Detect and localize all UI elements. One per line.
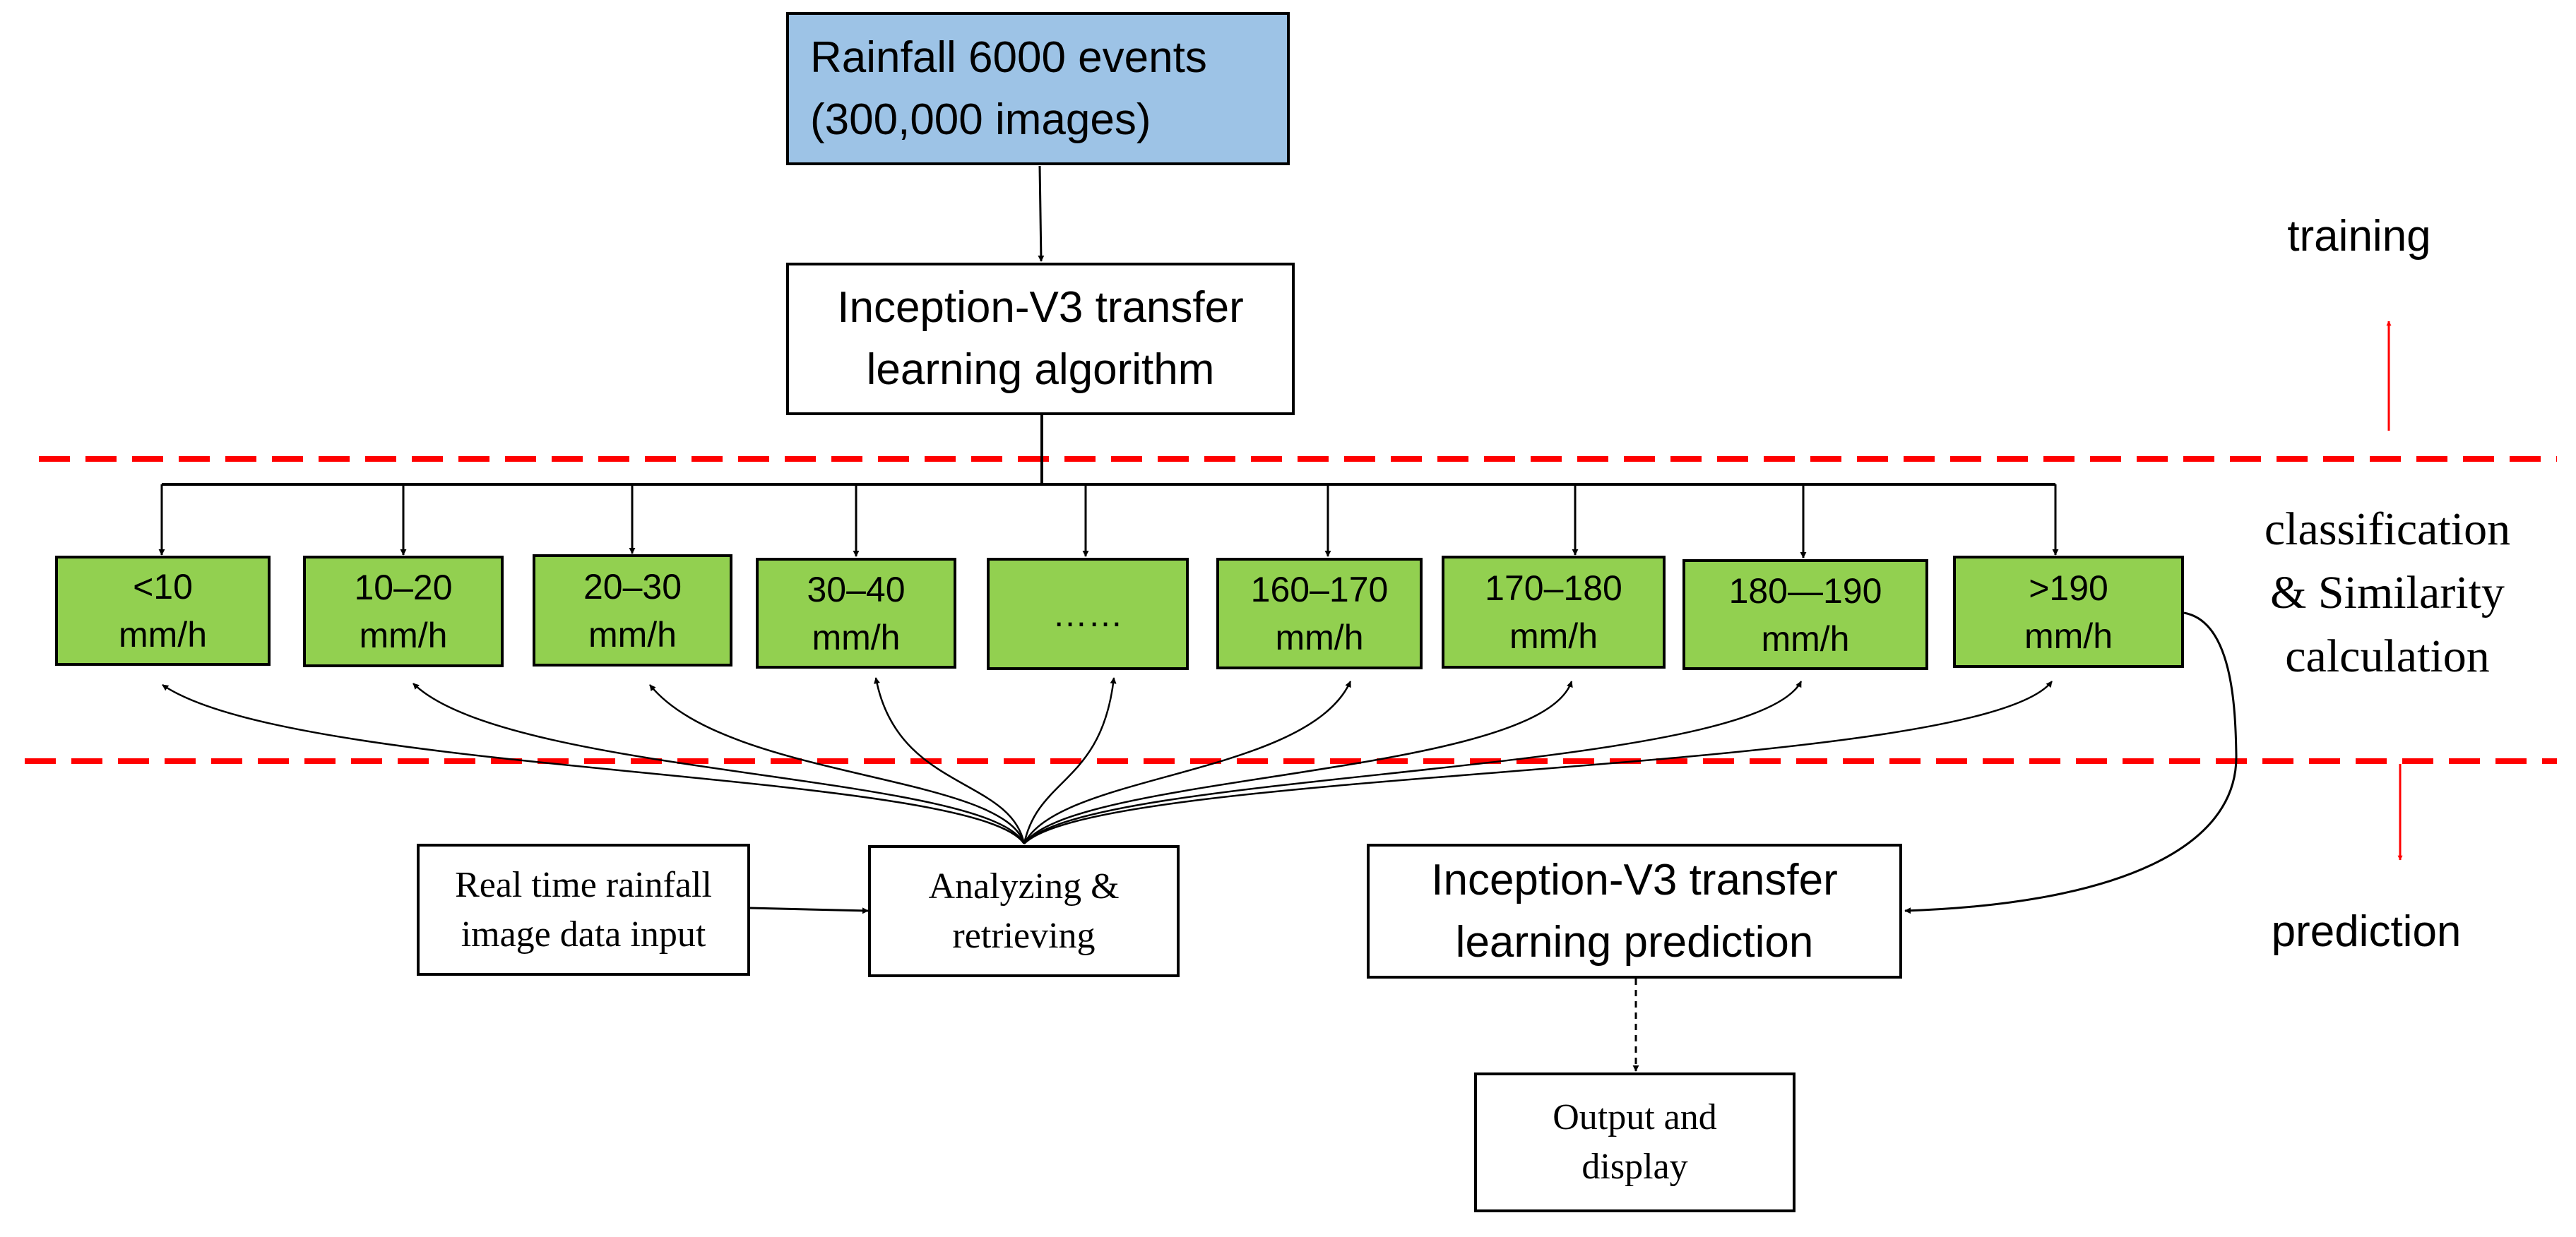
stage-label-prediction: prediction — [2271, 907, 2462, 956]
class-box-20-30: 20–30 mm/h — [533, 554, 732, 667]
fan-curve — [1023, 681, 1573, 844]
arrow-realtime-to-analyzing — [749, 907, 869, 914]
distribution-tree — [162, 415, 2055, 486]
class-box-160-170: 160–170 mm/h — [1216, 558, 1423, 669]
rainfall-dataset-box: Rainfall 6000 events (300,000 images) — [786, 12, 1290, 165]
class-box-170-180: 170–180 mm/h — [1442, 556, 1666, 669]
class-label: <10 mm/h — [119, 567, 207, 655]
class-box-10-20: 10–20 mm/h — [303, 556, 504, 667]
class-box-30-40: 30–40 mm/h — [756, 558, 956, 669]
class-label: >190 mm/h — [2024, 568, 2113, 656]
fan-curve — [649, 684, 1026, 844]
fan-curve — [1023, 681, 1352, 844]
analyzing-retrieving-box: Analyzing & retrieving — [868, 845, 1180, 977]
fan-curve — [1023, 681, 2053, 844]
class-label: 30–40 mm/h — [807, 569, 906, 657]
class-label: 20–30 mm/h — [583, 566, 682, 655]
stage-label-training: training — [2287, 212, 2431, 261]
class-label: 160–170 mm/h — [1250, 570, 1389, 657]
similarity-fan — [162, 677, 2053, 844]
output-display-label: Output and display — [1553, 1097, 1717, 1187]
class-label: …… — [1052, 594, 1123, 634]
output-display-box: Output and display — [1474, 1072, 1796, 1212]
class-label: 170–180 mm/h — [1485, 568, 1622, 656]
class-box-ellipsis: …… — [987, 558, 1189, 670]
stage-label-classification: classification & Similarity calculation — [2264, 503, 2511, 682]
analyzing-retrieving-label: Analyzing & retrieving — [928, 866, 1120, 956]
arrow-source-to-algorithm — [1038, 165, 1045, 262]
fan-curve — [162, 683, 1026, 844]
rainfall-dataset-label: Rainfall 6000 events (300,000 images) — [810, 32, 1207, 144]
class-box-under-10: <10 mm/h — [55, 556, 271, 666]
transfer-learning-prediction-label: Inception-V3 transfer learning predictio… — [1431, 855, 1838, 967]
realtime-input-box: Real time rainfall image data input — [417, 844, 750, 976]
fan-curve — [1023, 681, 1803, 844]
class-label: 180—190 mm/h — [1728, 570, 1882, 659]
class-box-180-190: 180—190 mm/h — [1682, 559, 1928, 670]
arrow-class-to-prediction — [1904, 611, 2238, 914]
transfer-learning-prediction-box: Inception-V3 transfer learning predictio… — [1367, 844, 1902, 979]
transfer-learning-algorithm-label: Inception-V3 transfer learning algorithm — [837, 283, 1244, 394]
fan-curve — [1023, 677, 1117, 844]
class-drop-arrows — [158, 484, 2059, 558]
transfer-learning-algorithm-box: Inception-V3 transfer learning algorithm — [786, 263, 1295, 415]
fan-curve — [874, 677, 1026, 844]
class-label: 10–20 mm/h — [354, 568, 453, 655]
realtime-input-label: Real time rainfall image data input — [455, 864, 712, 955]
fan-curve — [412, 683, 1026, 844]
class-box-over-190: >190 mm/h — [1953, 556, 2184, 668]
